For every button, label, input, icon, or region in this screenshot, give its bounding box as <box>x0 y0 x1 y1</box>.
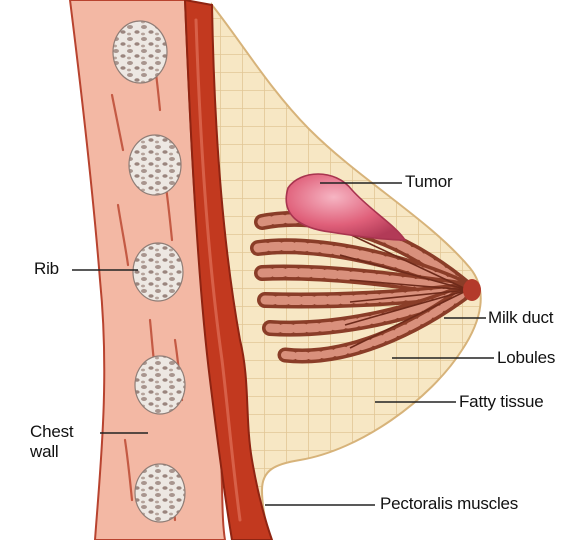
rib-4 <box>135 356 185 414</box>
pectoralis-muscles-label: Pectoralis muscles <box>380 494 518 514</box>
tumor-label: Tumor <box>405 172 453 192</box>
nipple <box>463 279 481 301</box>
rib-1 <box>113 21 167 83</box>
rib-2 <box>129 135 181 195</box>
lobules-label: Lobules <box>497 348 555 368</box>
rib-label: Rib <box>34 259 59 279</box>
chest-wall-label-line1: Chest <box>30 422 110 442</box>
rib-3 <box>133 243 183 301</box>
rib-5 <box>135 464 185 522</box>
fatty-tissue-label: Fatty tissue <box>459 392 544 412</box>
chest-wall-label-line2: wall <box>30 442 110 462</box>
chest-wall-label: Chest wall <box>30 422 110 461</box>
milk-duct-label: Milk duct <box>488 308 553 328</box>
